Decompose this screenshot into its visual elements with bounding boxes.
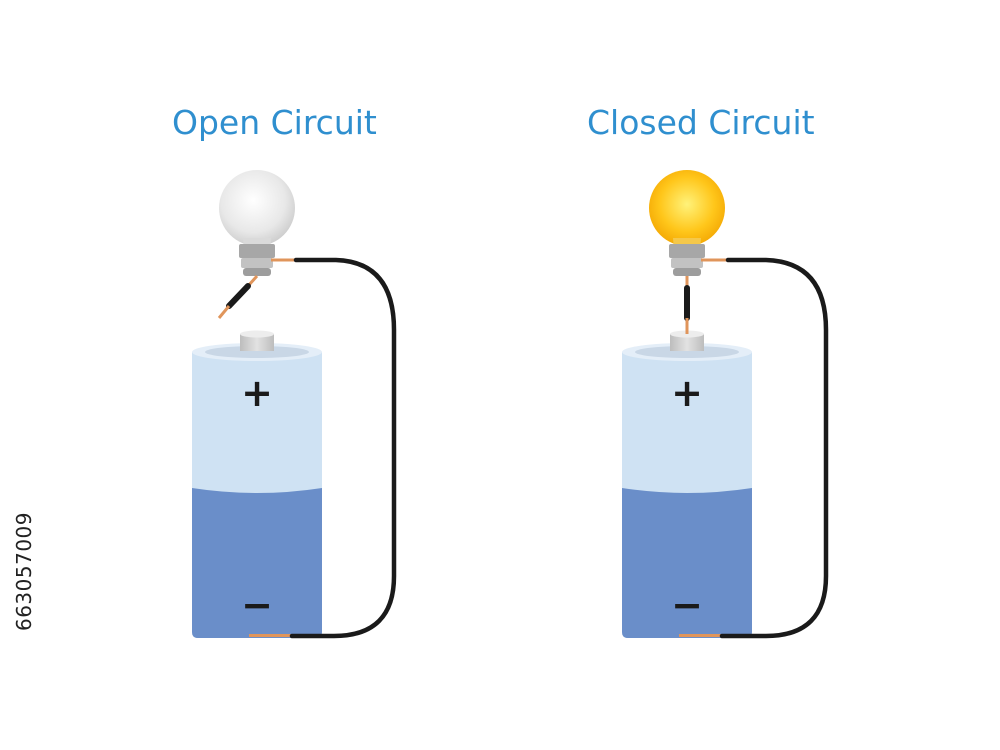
- light-bulb-on-icon: [649, 170, 725, 276]
- wire: [719, 257, 829, 639]
- light-bulb-off-icon: [219, 170, 295, 276]
- negative-terminal-sign: −: [241, 583, 273, 627]
- battery-icon: + −: [192, 330, 322, 638]
- wire: [289, 257, 397, 639]
- open-circuit: + −: [192, 170, 397, 639]
- open-circuit-title: Open Circuit: [172, 103, 377, 142]
- battery-icon: + −: [622, 330, 752, 638]
- positive-terminal-sign: +: [241, 371, 273, 415]
- negative-terminal-sign: −: [671, 583, 703, 627]
- closed-circuit-title: Closed Circuit: [587, 103, 815, 142]
- closed-circuit: + −: [622, 170, 829, 639]
- positive-terminal-sign: +: [671, 371, 703, 415]
